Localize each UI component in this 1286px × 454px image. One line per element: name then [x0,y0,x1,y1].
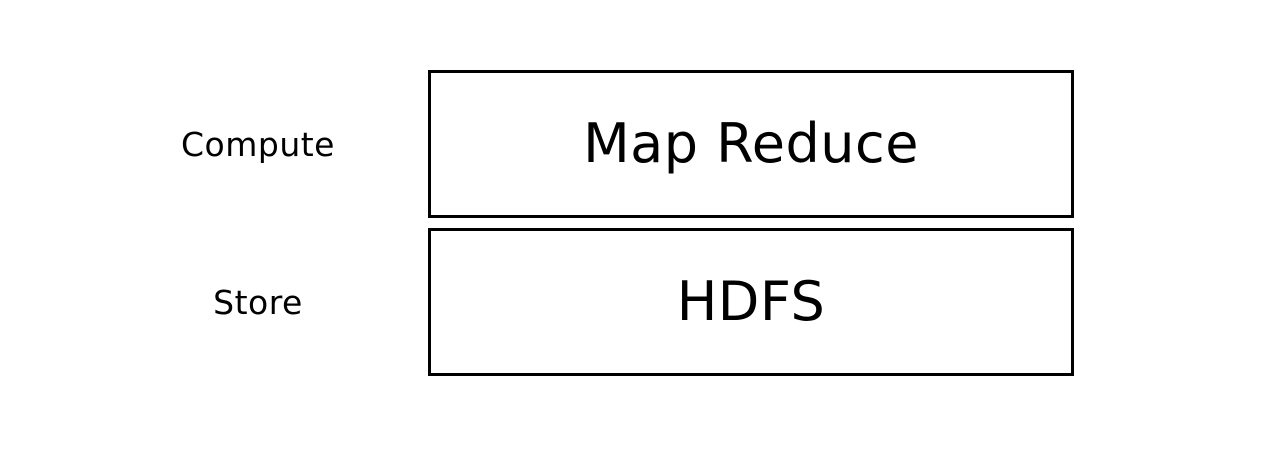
compute-layer-text: Map Reduce [583,112,919,175]
compute-row-label: Compute [181,125,335,164]
store-row-label: Store [213,283,303,322]
store-layer-box: HDFS [428,228,1074,376]
store-layer-text: HDFS [676,270,826,333]
compute-layer-box: Map Reduce [428,70,1074,218]
